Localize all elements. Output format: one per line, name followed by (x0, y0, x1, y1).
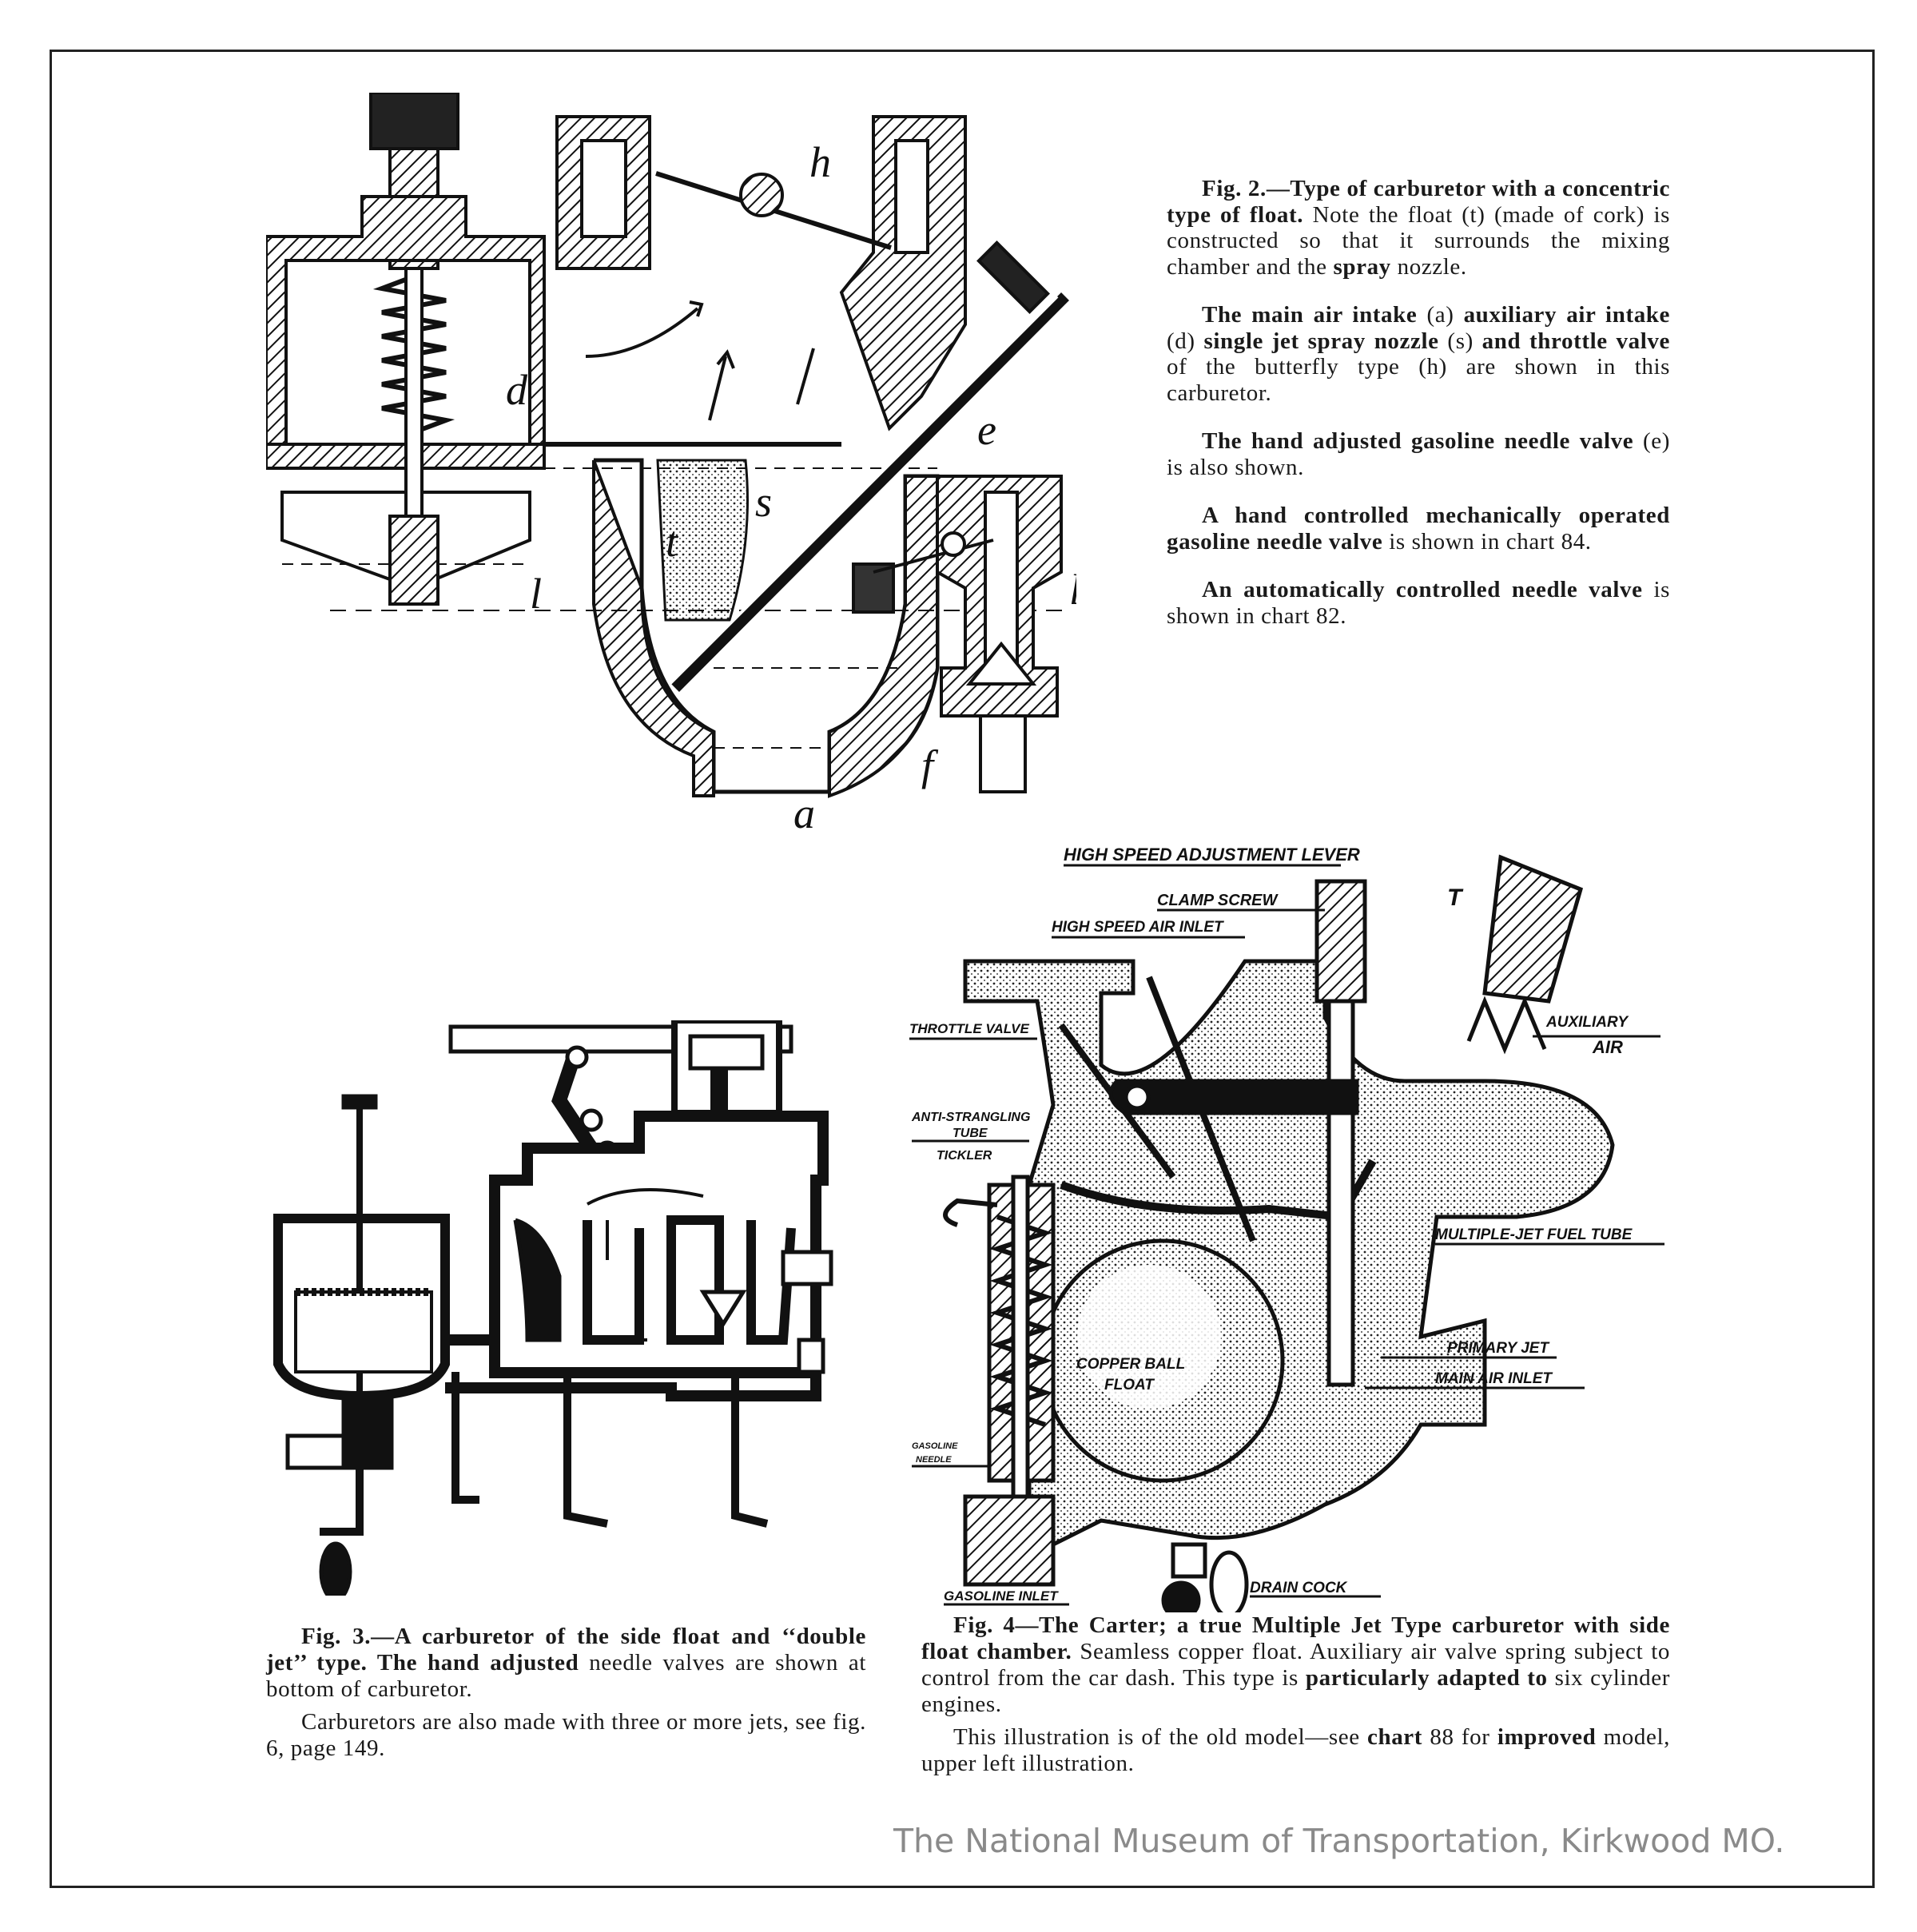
label-s: s (755, 478, 772, 526)
label-high-speed-air-inlet: HIGH SPEED AIR INLET (1052, 919, 1224, 936)
fig2-paragraph: An automatically controlled needle valve… (1167, 577, 1670, 629)
watermark: The National Museum of Transportation, K… (893, 1822, 1785, 1860)
label-h: h (809, 138, 831, 186)
label-air: AIR (1592, 1037, 1623, 1057)
fig2-carburetor-illustration: h d e s t l l f a (266, 93, 1076, 835)
fig2-caption: Fig. 2.—Type of carburetor with a concen… (1167, 176, 1670, 651)
fig3-carburetor-illustration (273, 1020, 833, 1596)
label-float: FLOAT (1104, 1377, 1155, 1393)
label-auxiliary: AUXILIARY (1545, 1014, 1629, 1031)
label-f: f (921, 741, 939, 789)
fig4-paragraph: This illustration is of the old model—se… (921, 1724, 1670, 1776)
fig3-paragraph: Carburetors are also made with three or … (266, 1709, 866, 1761)
label-copper-ball: COPPER BALL (1076, 1356, 1185, 1373)
label-t: t (666, 518, 679, 566)
fig2-paragraph: The hand adjusted gasoline needle valve … (1167, 428, 1670, 480)
fig4-carter-carburetor-illustration: HIGH SPEED ADJUSTMENT LEVER CLAMP SCREW … (909, 845, 1664, 1612)
label-d: d (506, 366, 528, 414)
label-needle: NEEDLE (916, 1455, 952, 1465)
label-gasoline-inlet: GASOLINE INLET (944, 1588, 1059, 1604)
label-primary-jet: PRIMARY JET (1447, 1340, 1549, 1357)
fig2-paragraph: A hand controlled mechanically operated … (1167, 503, 1670, 555)
fig2-paragraph: Fig. 2.—Type of carburetor with a concen… (1167, 176, 1670, 280)
label-main-air-inlet: MAIN AIR INLET (1435, 1370, 1553, 1387)
label-gasoline: GASOLINE (912, 1441, 958, 1451)
label-high-speed-adjustment-lever: HIGH SPEED ADJUSTMENT LEVER (1064, 845, 1360, 865)
fig3-paragraph: Fig. 3.—A carburetor of the side float a… (266, 1624, 866, 1702)
label-multiple-jet-fuel-tube: MULTIPLE-JET FUEL TUBE (1435, 1226, 1633, 1243)
fig3-caption: Fig. 3.—A carburetor of the side float a… (266, 1624, 866, 1784)
label-l-right: l (1069, 566, 1076, 614)
label-l-left: l (530, 570, 542, 618)
label-tickler: TICKLER (937, 1149, 992, 1163)
label-tube: TUBE (953, 1127, 988, 1140)
label-anti-strangling: ANTI-STRANGLING (911, 1111, 1030, 1124)
fig4-caption: Fig. 4—The Carter; a true Multiple Jet T… (921, 1612, 1670, 1799)
label-clamp-screw: CLAMP SCREW (1157, 892, 1279, 909)
label-drain-cock: DRAIN COCK (1250, 1580, 1348, 1596)
fig4-paragraph: Fig. 4—The Carter; a true Multiple Jet T… (921, 1612, 1671, 1717)
page-border (50, 50, 1875, 1888)
label-e: e (977, 406, 996, 454)
label-throttle-valve: THROTTLE VALVE (909, 1021, 1030, 1036)
label-t: T (1447, 885, 1464, 911)
fig2-paragraph: The main air intake (a) auxiliary air in… (1167, 302, 1670, 406)
label-a: a (793, 789, 815, 835)
